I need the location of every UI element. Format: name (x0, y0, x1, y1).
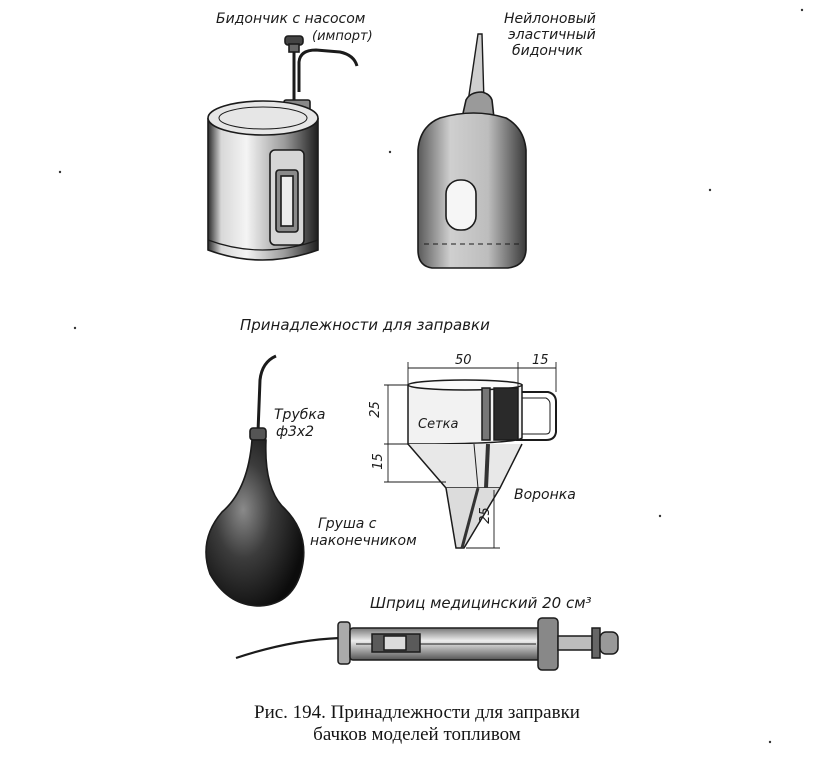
dimension-cup-height: 25 (367, 401, 383, 418)
label-nylon-can-line1: Нейлоновый (504, 11, 596, 27)
funnel (407, 379, 557, 549)
paper-specks (58, 8, 804, 744)
label-syringe: Шприц медицинский 20 см³ (370, 594, 592, 612)
syringe (235, 617, 619, 671)
figure-caption-line2: бачков моделей топливом (313, 724, 521, 745)
label-mesh: Сетка (418, 417, 459, 432)
label-funnel: Воронка (514, 487, 576, 503)
funnel-dimension-lines (384, 362, 557, 549)
label-nylon-can-line2: эластичный (508, 27, 596, 43)
dimension-cone-height: 15 (370, 453, 386, 470)
can-with-pump (207, 35, 359, 261)
rubber-bulb (205, 354, 305, 607)
figure-caption-line1: Рис. 194. Принадлежности для заправки (254, 702, 580, 723)
section-title: Принадлежности для заправки (240, 316, 490, 334)
nylon-can (417, 33, 527, 269)
dimension-funnel-width: 50 (455, 353, 472, 368)
dimension-spout-height: 25 (477, 507, 493, 524)
label-can-with-pump: Бидончик с насосом (216, 11, 366, 27)
label-can-with-pump-import: (импорт) (312, 29, 373, 44)
dimension-handle-width: 15 (532, 353, 549, 368)
label-tube-line2: ф3x2 (276, 424, 315, 440)
label-nylon-can-line3: бидончик (512, 43, 583, 59)
label-bulb-line1: Груша с (318, 516, 377, 532)
label-tube-line1: Трубка (274, 407, 326, 423)
label-bulb-line2: наконечником (310, 533, 417, 549)
